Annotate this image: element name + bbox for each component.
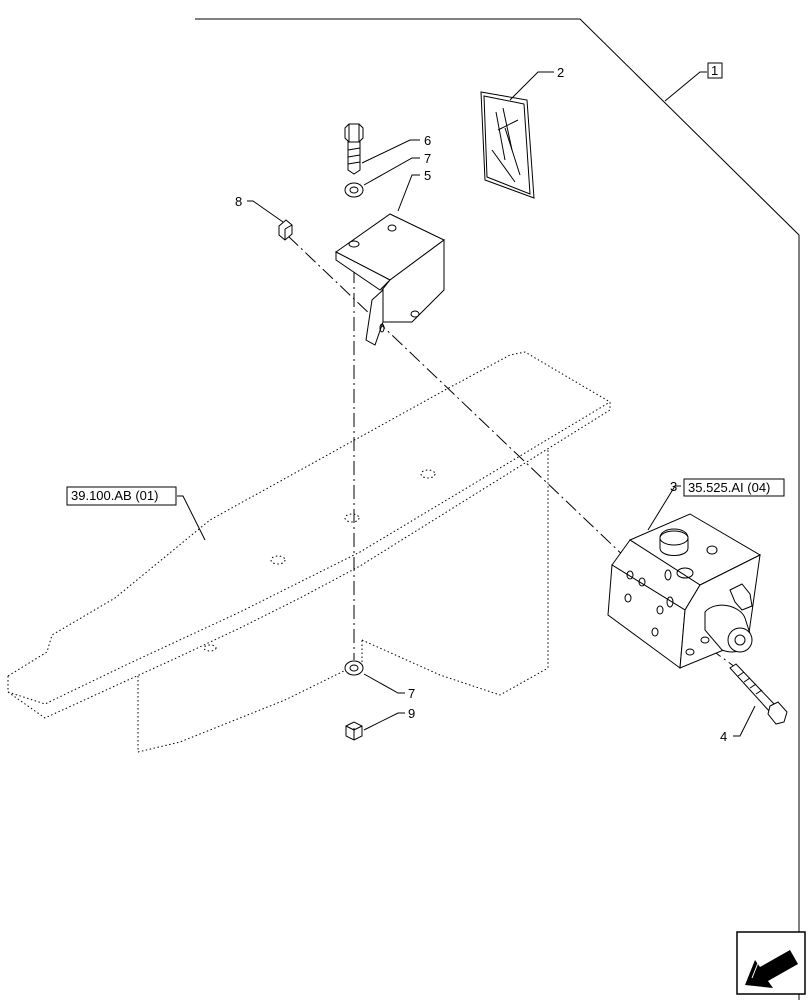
callout-2: 2 [557, 65, 564, 80]
callout-7-bottom: 7 [408, 686, 415, 701]
frame-reference-label[interactable]: 39.100.AB (01) [71, 488, 158, 503]
long-screw-part [729, 663, 788, 725]
callout-4: 4 [720, 729, 727, 744]
valve-centerline [287, 235, 629, 561]
frame-reference-box[interactable]: 39.100.AB (01) [66, 486, 177, 506]
washer-top-part [344, 182, 364, 198]
washer-bottom-part [344, 660, 364, 676]
callout-7-top: 7 [424, 151, 431, 166]
callout-8: 8 [235, 194, 242, 209]
assembly-boundary-line [195, 18, 800, 1000]
callout-5: 5 [424, 168, 431, 183]
bracket-part [335, 213, 445, 346]
callout-1-box: 1 [707, 62, 723, 79]
valve-reference-box[interactable]: 35.525.AI (04) [683, 478, 785, 497]
nut-part [345, 721, 363, 741]
leader-lines [177, 71, 756, 737]
callout-9: 9 [408, 706, 415, 721]
callout-1: 1 [711, 63, 718, 78]
valve-block-part [607, 513, 762, 669]
callout-3: 3 [670, 479, 677, 494]
callout-6: 6 [424, 133, 431, 148]
frame-rail [7, 351, 611, 753]
small-nut-part [278, 219, 293, 241]
bolt-part [344, 123, 364, 175]
decal-part [480, 91, 535, 199]
arrow-left-icon[interactable] [736, 931, 806, 995]
valve-reference-label[interactable]: 35.525.AI (04) [688, 480, 770, 495]
